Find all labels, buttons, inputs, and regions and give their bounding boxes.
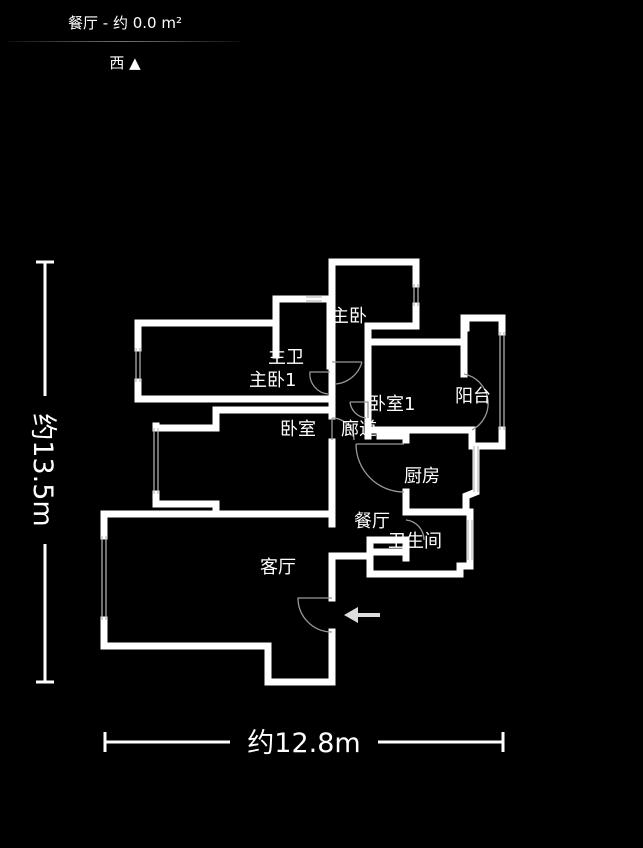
wall-kitchen-right xyxy=(462,442,480,516)
entrance-arrow-icon xyxy=(344,607,380,623)
room-label-kitchen: 厨房 xyxy=(404,466,440,487)
room-label-bedroom-1: 卧室1 xyxy=(368,394,415,415)
room-label-master-bedroom: 主卧 xyxy=(331,306,367,327)
wall-balcony-bottom xyxy=(468,426,506,450)
wall-bedroom xyxy=(152,406,336,432)
room-label-dining: 餐厅 xyxy=(354,511,390,532)
room-label-master-bath: 主卫 xyxy=(268,347,304,368)
dimension-vertical xyxy=(36,260,54,684)
windows xyxy=(101,284,505,620)
wall-master-bedroom-right xyxy=(364,302,420,353)
wall-living-bottom xyxy=(100,616,336,686)
floor-area-title: 餐厅 - 约 0.0 m² xyxy=(68,14,182,32)
walls xyxy=(100,258,506,686)
compass-indicator[interactable]: 西 ▲ xyxy=(109,54,141,72)
room-label-bathroom: 卫生间 xyxy=(388,531,442,552)
wall-balcony xyxy=(462,314,506,336)
room-label-balcony: 阳台 xyxy=(455,386,491,407)
room-label-living-room: 客厅 xyxy=(260,557,296,578)
wall-living-top xyxy=(100,510,336,540)
dimension-horizontal xyxy=(103,732,505,752)
doors xyxy=(297,361,489,633)
room-label-master-bedroom-1: 主卧1 xyxy=(249,370,296,391)
wall-bedroom-bottom xyxy=(152,490,220,516)
dimension-width-label: 约12.8m xyxy=(247,728,360,759)
wall-master-bedroom xyxy=(328,258,420,366)
dimension-height-label: 约13.5m xyxy=(27,413,58,526)
room-label-bedroom: 卧室 xyxy=(280,419,316,440)
wall-bathroom xyxy=(366,508,474,578)
wall-living-right xyxy=(328,552,374,602)
wall-master-bedroom-1 xyxy=(134,319,280,359)
room-label-corridor: 廊道 xyxy=(341,419,377,440)
header-divider xyxy=(8,41,240,42)
wall-master-bedroom-1-bottom xyxy=(134,378,336,403)
